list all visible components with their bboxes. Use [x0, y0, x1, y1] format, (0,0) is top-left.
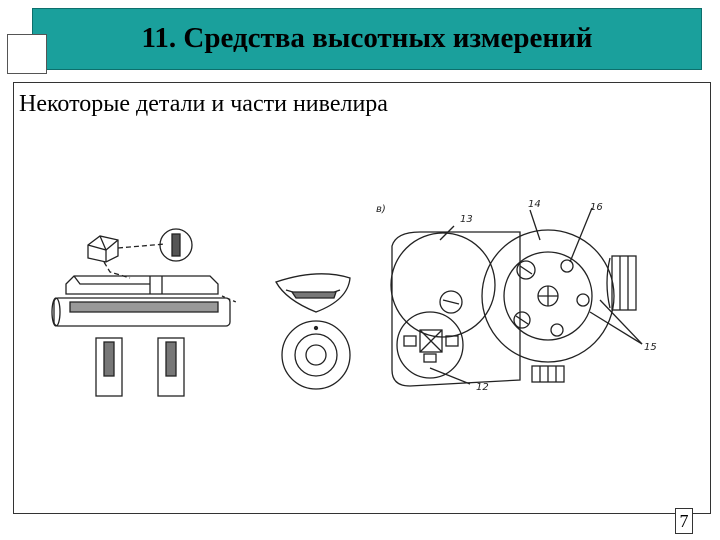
bubble-vial-drawing — [275, 273, 351, 390]
callout-15: 15 — [644, 342, 657, 353]
panel-label: в) — [376, 204, 386, 215]
callout-12: 12 — [476, 382, 489, 393]
figure-callouts: в) 13 14 16 15 12 — [376, 199, 657, 393]
callout-13: 13 — [460, 214, 473, 225]
prism-assembly-drawing — [51, 228, 237, 397]
page-number: 7 — [675, 508, 693, 534]
level-body-drawing — [390, 207, 643, 387]
callout-16: 16 — [590, 202, 603, 213]
callout-14: 14 — [528, 199, 541, 210]
slide-subtitle: Некоторые детали и части нивелира — [19, 91, 388, 117]
title-bar: 11. Средства высотных измерений — [32, 8, 702, 70]
corner-decoration — [7, 34, 47, 74]
slide-title: 11. Средства высотных измерений — [141, 22, 593, 54]
